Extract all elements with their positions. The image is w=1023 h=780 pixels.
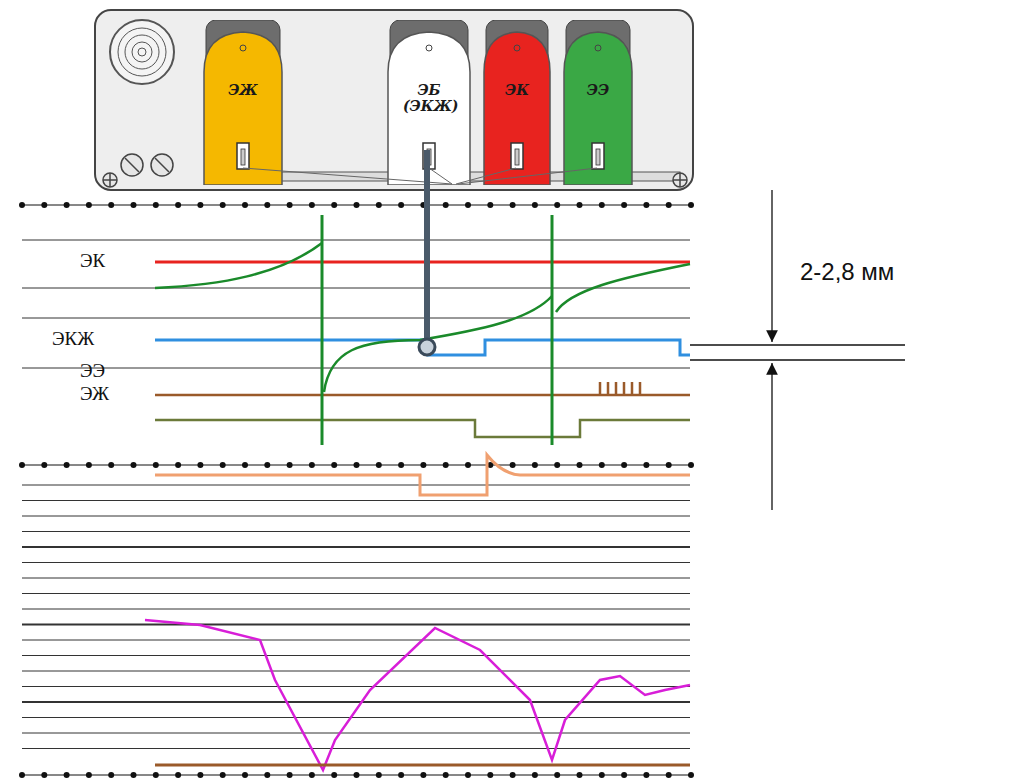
time-marks <box>19 202 694 778</box>
grid-line <box>22 609 690 610</box>
magenta-trace <box>145 620 690 770</box>
grid-line <box>22 686 690 687</box>
grid-line <box>22 623 690 625</box>
recorder-housing <box>95 10 693 190</box>
grid-line <box>22 578 690 579</box>
grid-line <box>22 671 690 672</box>
time-line <box>22 465 690 466</box>
stylus-label: ЭЖ <box>228 82 258 98</box>
channel-label: ЭЖ <box>80 383 109 405</box>
ekzh-trace <box>155 340 690 355</box>
stylus: ЭЭ <box>560 20 636 185</box>
time-line <box>22 205 690 206</box>
ezh-trace <box>155 420 690 437</box>
base-trace <box>155 764 690 767</box>
grid-line <box>22 531 690 532</box>
time-line <box>22 775 690 776</box>
grid-line <box>22 701 690 703</box>
stylus-shape <box>480 20 554 185</box>
orange-trace <box>155 455 690 495</box>
stylus-label: ЭБ (ЭКЖ) <box>403 82 455 114</box>
grid-line <box>22 546 690 548</box>
grid-line <box>22 562 690 563</box>
grid-line <box>22 655 690 656</box>
grid-line <box>22 748 690 749</box>
pointer-pivot <box>419 339 435 355</box>
stylus: ЭЖ <box>200 20 286 185</box>
time-line <box>322 215 552 445</box>
stylus-label: ЭЭ <box>587 82 609 98</box>
grid-line <box>22 593 690 594</box>
pen-trace <box>155 243 690 392</box>
stylus: ЭК <box>480 20 554 185</box>
grid-line <box>22 733 690 734</box>
grid-line <box>22 500 690 501</box>
channel-label: ЭКЖ <box>52 328 94 350</box>
dimension-line <box>690 190 905 510</box>
stylus: ЭБ (ЭКЖ) <box>384 20 474 185</box>
channel-label: ЭЭ <box>80 360 105 382</box>
grid-line <box>22 516 690 517</box>
speaker <box>110 20 174 84</box>
stylus-shape <box>560 20 636 185</box>
ek-trace <box>155 261 690 264</box>
stylus-label: ЭК <box>505 82 529 98</box>
grid-line <box>22 640 690 641</box>
grid-line <box>22 717 690 718</box>
channel-label: ЭК <box>80 250 105 272</box>
dimension-label: 2-2,8 мм <box>800 258 894 286</box>
grid-line <box>22 485 690 486</box>
ee-trace <box>155 382 690 395</box>
stylus-shape <box>200 20 286 185</box>
